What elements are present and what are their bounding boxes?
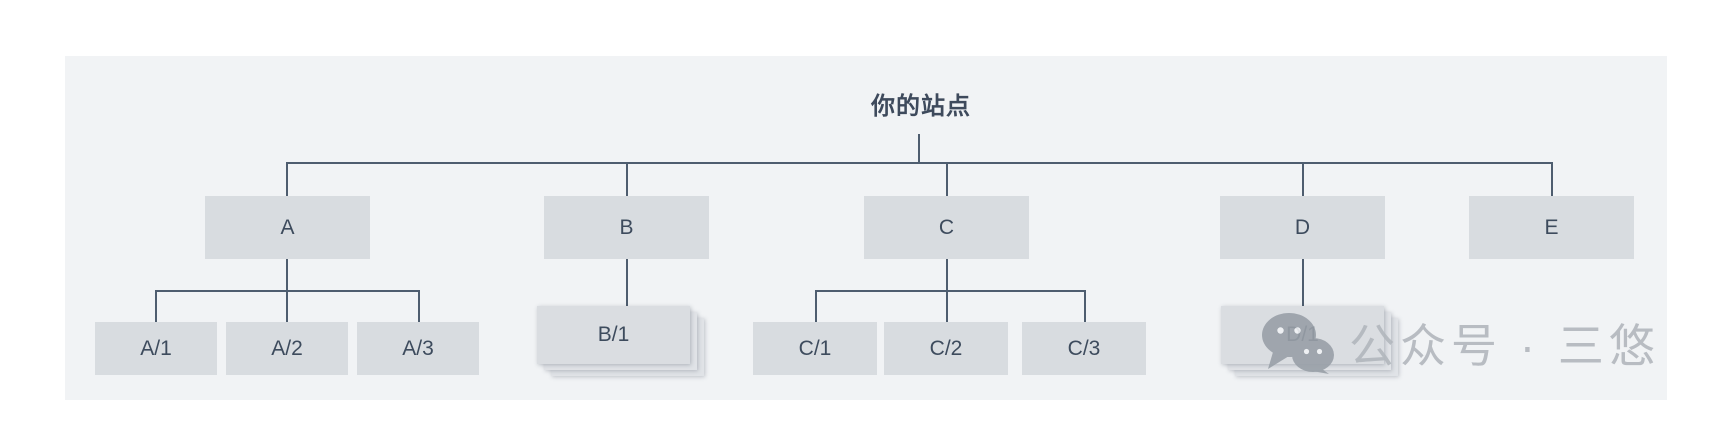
connector-c-drop bbox=[946, 259, 948, 292]
node-b1: B/1 bbox=[537, 306, 690, 364]
node-e: E bbox=[1469, 196, 1634, 259]
connector-stub-a2 bbox=[286, 290, 288, 322]
diagram-panel: 你的站点 A B C D E A/1 A/2 A/3 B/1 bbox=[65, 56, 1667, 400]
node-d1: D/1 bbox=[1221, 306, 1384, 364]
node-c2: C/2 bbox=[884, 322, 1008, 375]
connector-main-rail bbox=[286, 162, 1553, 164]
node-a1: A/1 bbox=[95, 322, 217, 375]
node-c1: C/1 bbox=[753, 322, 877, 375]
node-a3: A/3 bbox=[357, 322, 479, 375]
connector-a-drop bbox=[286, 259, 288, 292]
connector-stub-b bbox=[626, 162, 628, 196]
connector-root-drop bbox=[918, 134, 920, 163]
node-c3: C/3 bbox=[1022, 322, 1146, 375]
node-a2: A/2 bbox=[226, 322, 348, 375]
connector-stub-e bbox=[1551, 162, 1553, 196]
connector-d-drop bbox=[1302, 259, 1304, 307]
connector-stub-a3 bbox=[418, 290, 420, 322]
connector-stub-a bbox=[286, 162, 288, 196]
node-c: C bbox=[864, 196, 1029, 259]
connector-stub-c3 bbox=[1084, 290, 1086, 322]
connector-stub-a1 bbox=[155, 290, 157, 322]
connector-b-drop bbox=[626, 259, 628, 307]
connector-c-rail bbox=[815, 290, 1086, 292]
connector-stub-c2 bbox=[946, 290, 948, 322]
connector-stub-c1 bbox=[815, 290, 817, 322]
connector-stub-c bbox=[946, 162, 948, 196]
site-root-label: 你的站点 bbox=[871, 93, 971, 120]
node-a: A bbox=[205, 196, 370, 259]
connector-stub-d bbox=[1302, 162, 1304, 196]
node-d: D bbox=[1220, 196, 1385, 259]
node-b: B bbox=[544, 196, 709, 259]
